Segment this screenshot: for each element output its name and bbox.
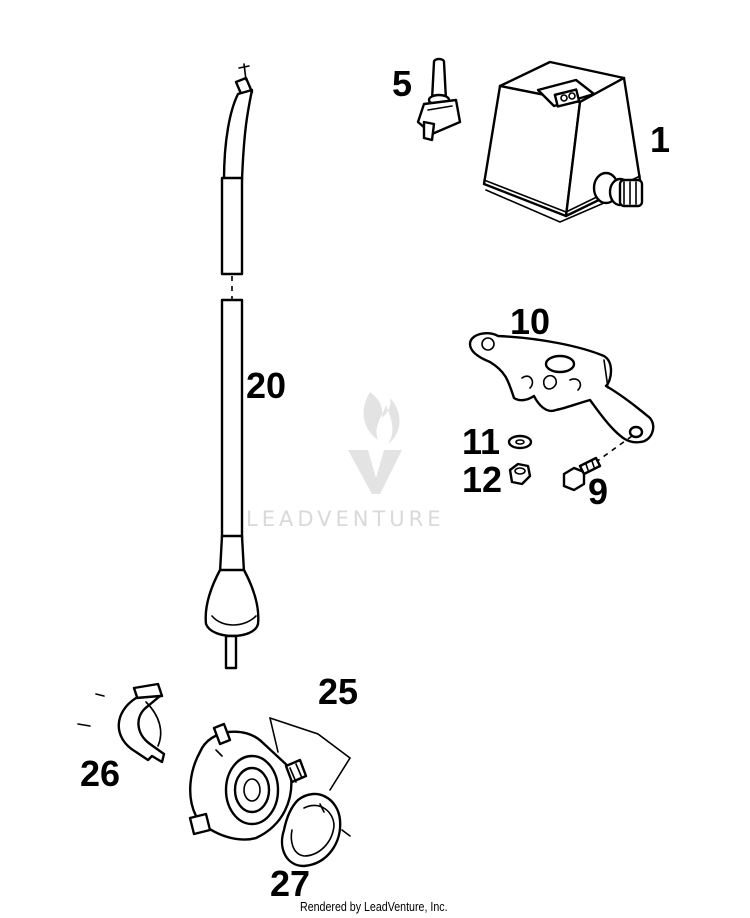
- callout-10: 10: [510, 301, 550, 342]
- part-25-speedometer-drive: [188, 717, 351, 841]
- callout-1: 1: [650, 119, 670, 160]
- callout-11: 11: [462, 421, 500, 462]
- callout-9: 9: [588, 471, 608, 512]
- part-11-washer: [507, 434, 533, 450]
- part-9-screw: [562, 456, 602, 492]
- part-1-speedometer-housing: [482, 60, 644, 223]
- callout-12: 12: [462, 459, 502, 500]
- callout-20: 20: [246, 365, 286, 406]
- part-5-switch: [416, 57, 462, 142]
- part-20-speedometer-cable: [204, 63, 260, 670]
- callout-5: 5: [392, 63, 412, 104]
- part-12-nut: [508, 462, 532, 486]
- callout-27: 27: [270, 863, 310, 904]
- callout-25: 25: [318, 671, 358, 712]
- part-27-retaining-ring: [280, 792, 351, 868]
- watermark-text: LEADVENTURE: [246, 507, 445, 531]
- footer-credit: Rendered by LeadVenture, Inc.: [300, 899, 448, 914]
- flame-v-logo-icon: [348, 392, 402, 494]
- part-26-clip: [77, 682, 166, 764]
- callout-26: 26: [80, 753, 120, 794]
- watermark: LEADVENTURE: [246, 392, 445, 531]
- part-10-bracket: [468, 332, 655, 463]
